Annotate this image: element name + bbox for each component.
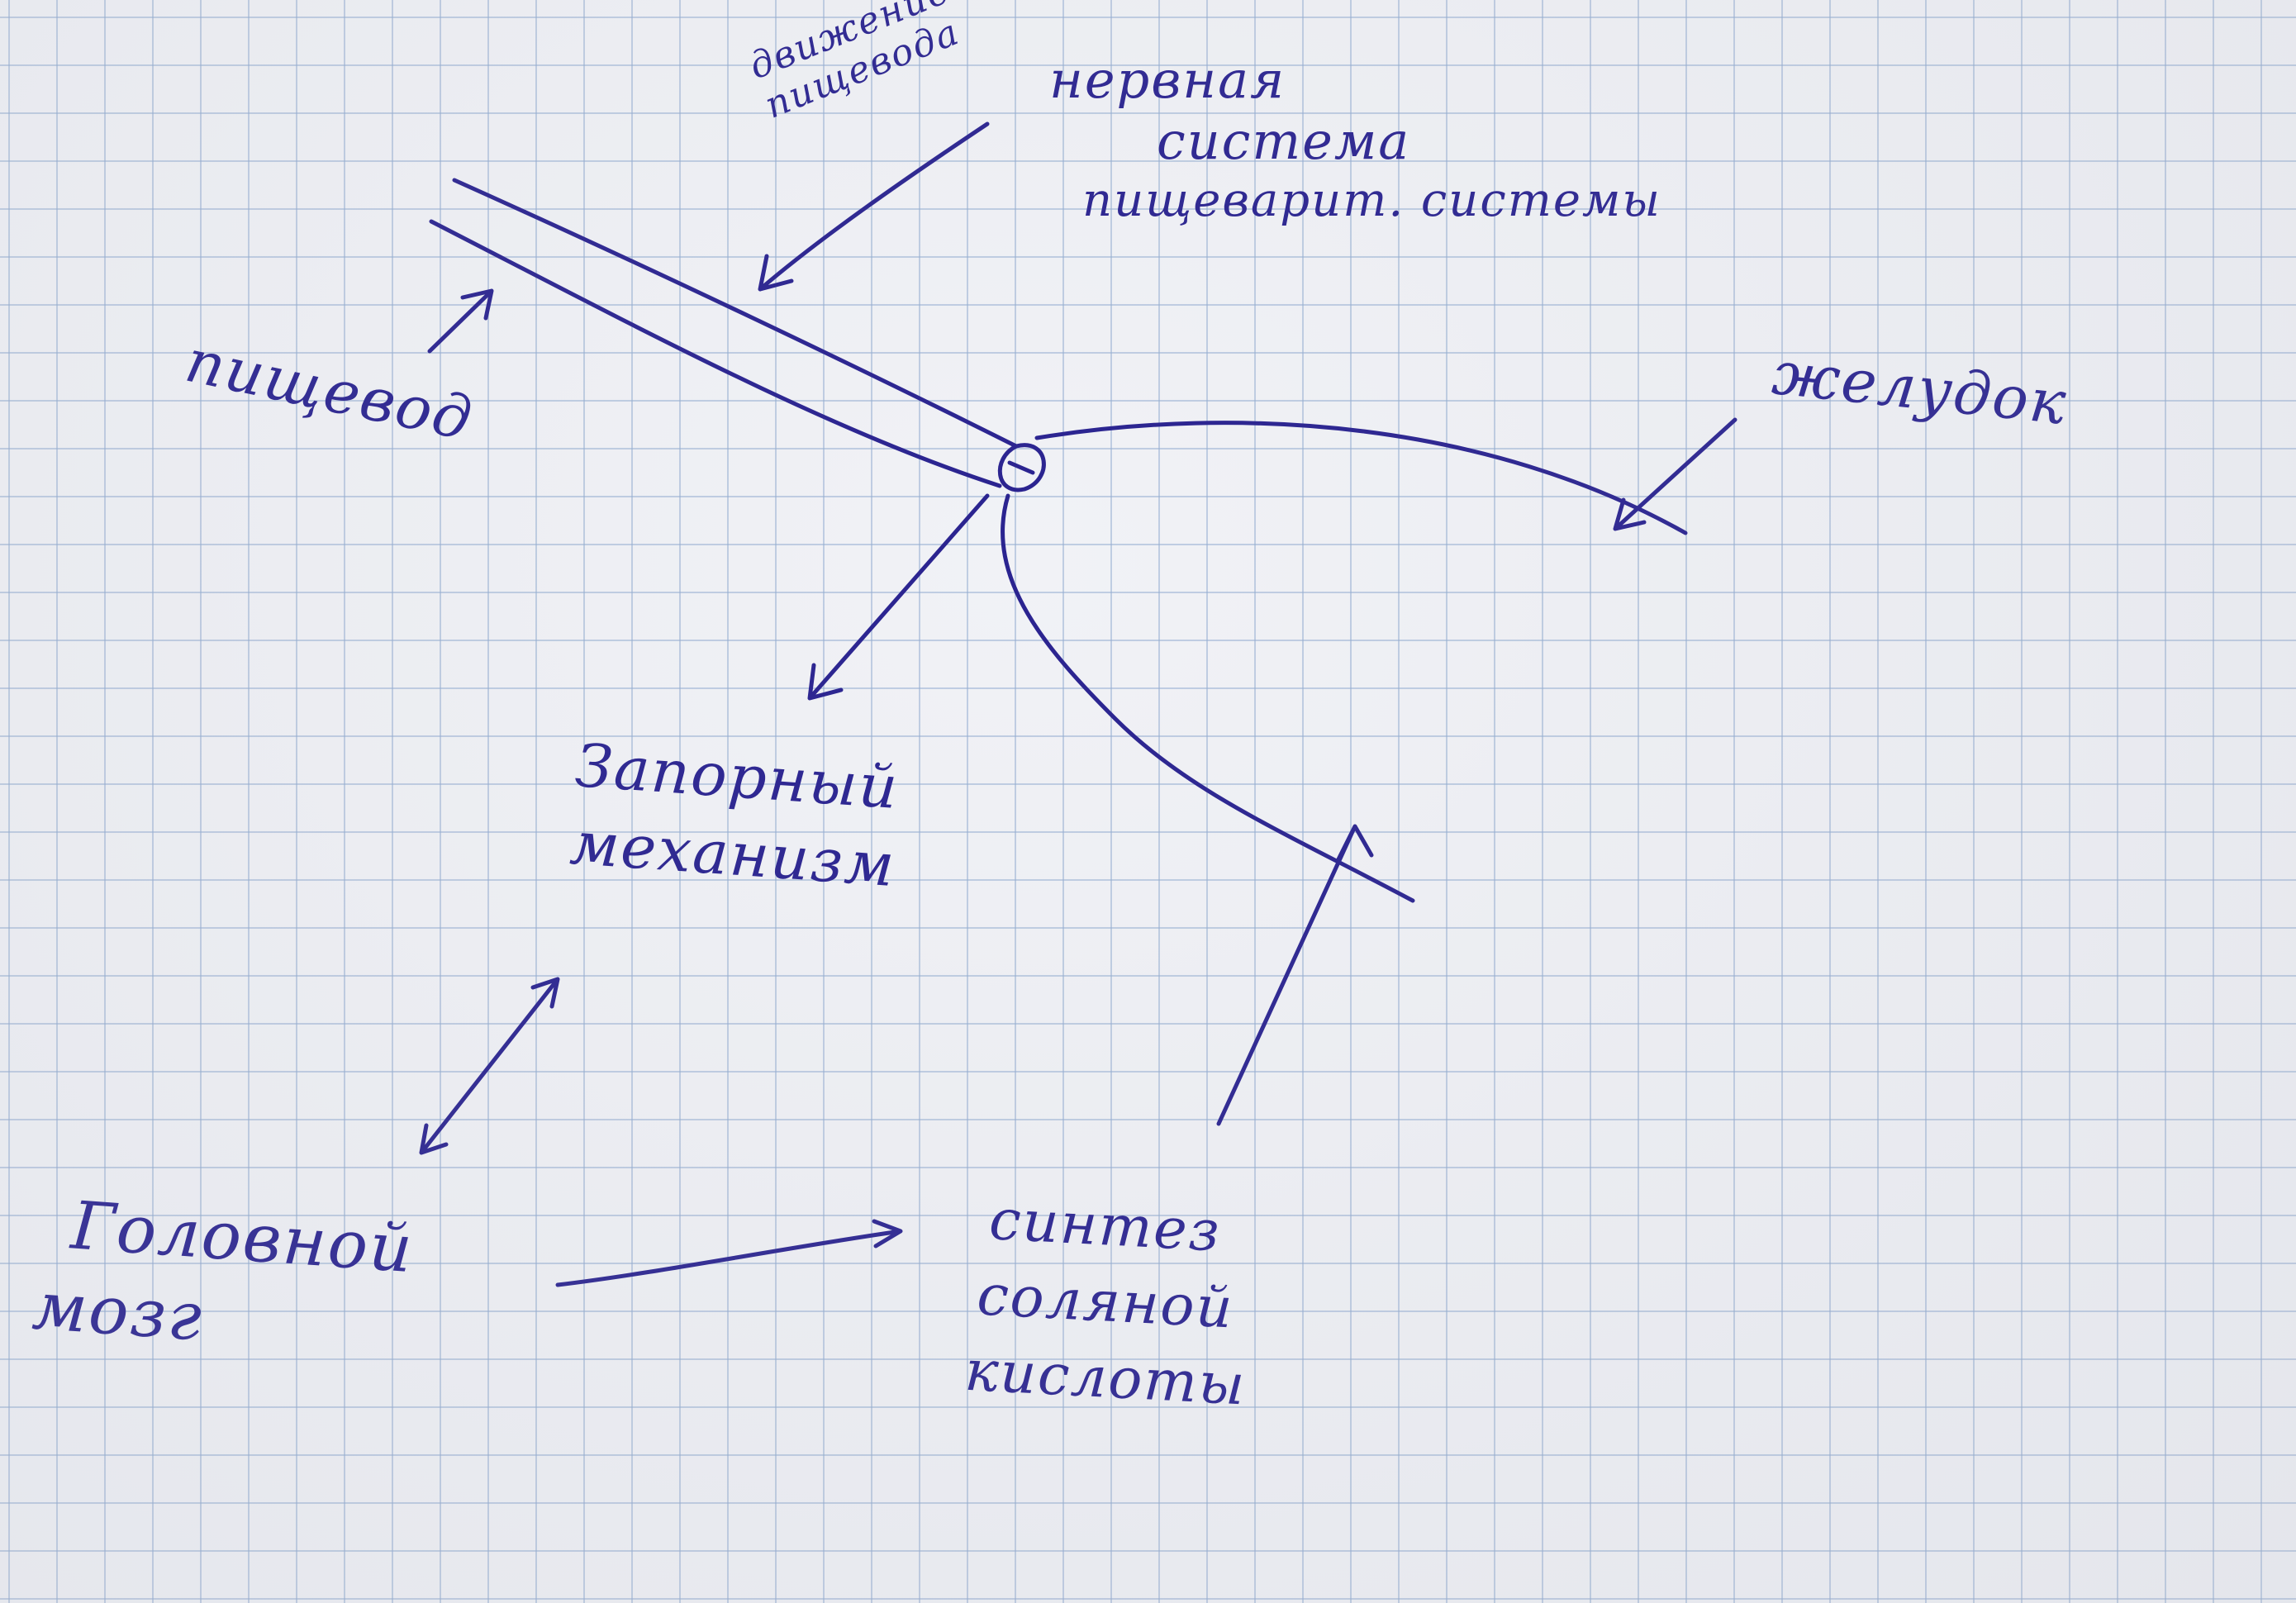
label-nervous-line2: система	[1157, 111, 1411, 172]
arrow-brain-to-secretion	[555, 1219, 903, 1287]
label-nervous-line3: пищеварит. системы	[1082, 173, 1661, 227]
label-secretion-line3: кислоты	[963, 1338, 1248, 1419]
esophagus-lower-line	[429, 219, 1002, 488]
arrow-stomach	[1613, 417, 1737, 531]
label-brain: Головной мозг	[21, 1182, 416, 1373]
label-secretion-line2: соляной	[975, 1263, 1236, 1342]
arrow-peristalsis	[758, 121, 990, 292]
label-nervous-system: нервная система пищеварит. системы	[1049, 50, 1661, 228]
label-secretion-line1: синтез	[987, 1187, 1223, 1265]
arrow-to-valve	[807, 493, 990, 701]
esophagus-upper-line	[452, 178, 1019, 449]
label-secretion: синтез соляной кислоты	[963, 1182, 1257, 1424]
stomach-lower-curve	[1001, 493, 1415, 903]
double-arrow-brain-valve	[419, 977, 560, 1155]
label-nervous-line1: нервная	[1049, 50, 1286, 110]
arrow-esophagus	[427, 288, 494, 354]
label-valve: Запорный механизм	[568, 727, 904, 904]
stomach-upper-curve	[1034, 421, 1688, 535]
arrow-secretion-up	[1216, 824, 1374, 1126]
junction-knot	[997, 443, 1046, 492]
